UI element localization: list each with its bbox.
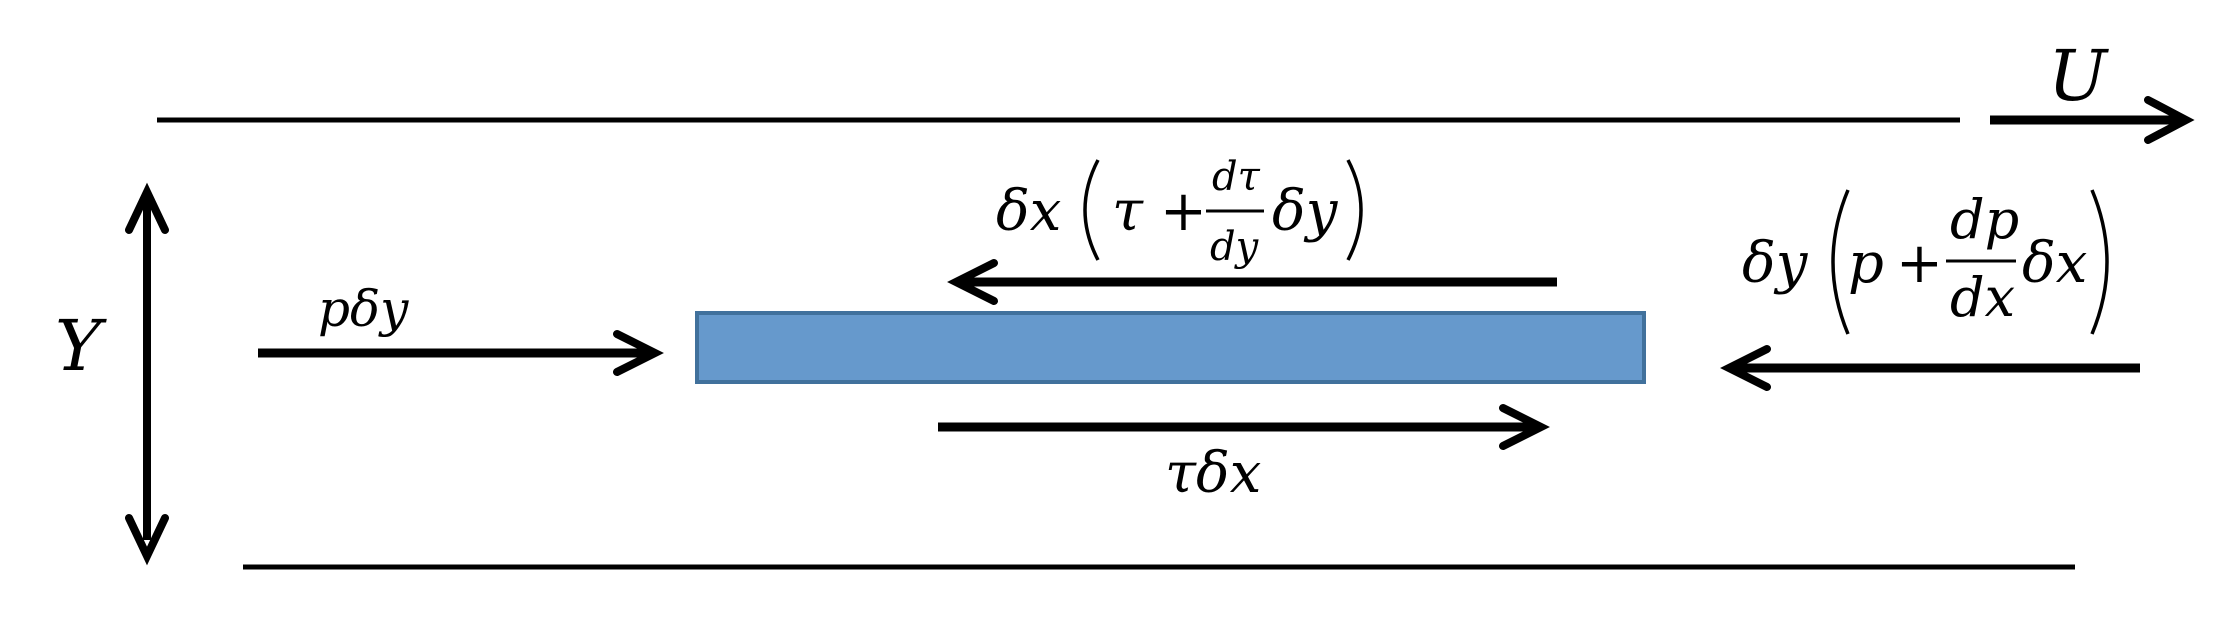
height-arrow-y — [125, 182, 169, 566]
pressure-arrow-right — [1720, 345, 2140, 391]
shear-arrow-top — [947, 259, 1557, 305]
svg-text:dp: dp — [1950, 188, 2019, 251]
svg-text:δx: δx — [996, 179, 1061, 244]
label-p-delta-y: pδy — [318, 280, 409, 338]
label-u: U — [2048, 35, 2109, 117]
svg-text:dy: dy — [1210, 224, 1260, 270]
svg-text:dτ: dτ — [1212, 154, 1261, 200]
label-tau-delta-x: τδx — [1165, 441, 1261, 506]
label-y: Y — [55, 305, 107, 387]
velocity-arrow-u — [1990, 96, 2195, 144]
svg-text:+: + — [1896, 231, 1943, 296]
svg-text:δy: δy — [1742, 231, 1809, 296]
label-right-pressure: δy p + dp dx δx — [1742, 188, 2109, 335]
svg-text:+: + — [1160, 179, 1207, 244]
svg-text:τ: τ — [1112, 179, 1144, 244]
svg-text:p: p — [1848, 231, 1884, 296]
shear-arrow-bottom — [938, 404, 1550, 450]
svg-text:δx: δx — [2022, 231, 2087, 296]
svg-text:dx: dx — [1950, 266, 2015, 329]
fluid-element — [695, 311, 1646, 384]
pressure-arrow-left — [258, 330, 664, 376]
label-top-shear: δx τ + dτ dy δy — [996, 154, 1363, 270]
svg-text:δy: δy — [1272, 179, 1339, 244]
